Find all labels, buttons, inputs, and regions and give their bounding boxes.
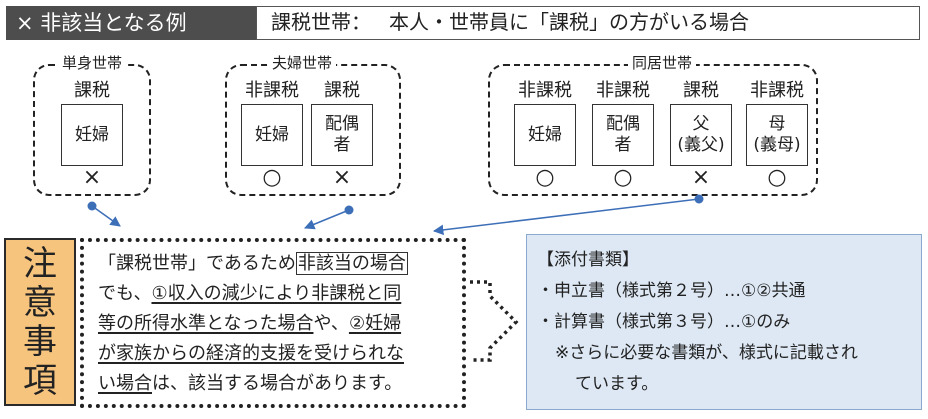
attachments-note-line2: ています。 (575, 374, 659, 394)
member-box: 妊婦 (61, 104, 123, 166)
member-result: ○ (767, 165, 787, 190)
notice-text-line3: や、 (313, 313, 349, 334)
household-cohabiting-title: 同居世帯 (628, 54, 697, 72)
notice-underlined-phrase: が家族からの経済的支援を受けられな (98, 343, 404, 364)
member-name: 配偶 (325, 114, 359, 134)
member-name: 配偶 (606, 114, 640, 134)
attachments-note: ※さらに必要な書類が、様式に記載され (555, 343, 858, 363)
notice-heading-char: 意 (23, 282, 57, 323)
member-name-line2: 者 (614, 135, 632, 155)
member-status: 非課税 (596, 80, 650, 101)
member-status: 課税 (324, 80, 360, 101)
household-single-title: 単身世帯 (58, 54, 127, 72)
member-result: ○ (262, 165, 282, 190)
member-status: 課税 (683, 80, 719, 101)
member-name: 母 (768, 114, 786, 134)
notice-underlined-phrase: 等の所得水準となった場合 (98, 313, 314, 334)
member-status: 非課税 (518, 80, 572, 101)
notice-heading-char: 注 (23, 243, 57, 284)
notice-heading-char: 事 (23, 321, 57, 362)
notice-boxed-phrase: 非該当の場合 (295, 252, 408, 275)
notice-heading-char: 項 (23, 360, 57, 401)
notice-text-line1: 「課税世帯」であるため (98, 253, 296, 274)
member-name: 妊婦 (75, 124, 109, 145)
notice-text-line5: は、該当する場合があります。 (152, 373, 403, 394)
member-box: 配偶 者 (311, 104, 373, 166)
notice-underlined-phrase: い場合 (98, 373, 152, 394)
attachments-title: 【添付書類】 (537, 250, 639, 270)
notice-heading: 注 意 事 項 (4, 238, 76, 406)
dotted-chevron-arrow (470, 280, 519, 362)
member-status: 非課税 (750, 80, 804, 101)
notice-underlined-phrase: ②妊婦 (348, 313, 402, 334)
member-name: 妊婦 (528, 124, 562, 145)
member-box: 配偶 者 (592, 104, 654, 166)
definition-label: 課税世帯： (271, 10, 371, 34)
member-box: 父 (義父) (670, 104, 732, 166)
arrow-cohabiting (432, 194, 704, 236)
notice-text-line2: でも、 (98, 283, 152, 304)
attachment-item: ・計算書（様式第３号）…①のみ (537, 312, 791, 332)
example-title: × 非該当となる例 (6, 6, 256, 40)
member-result: ○ (535, 165, 555, 190)
member-result: × (691, 165, 711, 190)
member-result: ○ (613, 165, 633, 190)
arrow-single (87, 201, 121, 227)
notice-box (80, 238, 466, 408)
member-name: 妊婦 (255, 124, 289, 145)
attachment-item: ・申立書（様式第２号）…①②共通 (537, 281, 806, 301)
member-name-line2: (義母) (753, 135, 801, 155)
member-name: 父 (692, 114, 710, 134)
household-couple-title: 夫婦世帯 (268, 54, 337, 72)
notice-text: 「課税世帯」であるため非該当の場合 でも、①収入の減少により非課税と同 等の所得… (98, 249, 460, 399)
notice-underlined-phrase: ①収入の減少により非課税と同 (151, 283, 402, 304)
member-result: × (82, 165, 102, 190)
member-box: 母 (義母) (746, 104, 808, 166)
attachments-box: 【添付書類】 ・申立書（様式第２号）…①②共通 ・計算書（様式第３号）…①のみ … (526, 234, 922, 410)
definition-text: 本人・世帯員に「課税」の方がいる場合 (389, 10, 749, 34)
member-status: 非課税 (245, 80, 299, 101)
member-name-line2: 者 (333, 135, 351, 155)
member-status: 課税 (74, 80, 110, 101)
member-box: 妊婦 (241, 104, 303, 166)
definition-box: 課税世帯： 本人・世帯員に「課税」の方がいる場合 (256, 6, 920, 40)
member-box: 妊婦 (514, 104, 576, 166)
member-result: × (332, 165, 352, 190)
member-name-line2: (義父) (677, 135, 725, 155)
arrow-couple (304, 205, 354, 230)
